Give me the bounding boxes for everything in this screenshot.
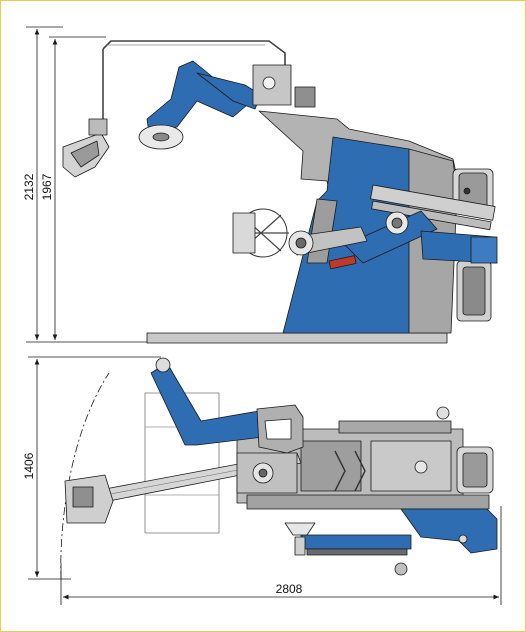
dimension-labels: 2132 1967 1406 2808 [22,173,303,596]
dim-label-total-height: 2132 [22,173,36,200]
dim-label-width: 2808 [276,582,303,596]
side-view [62,40,498,344]
top-view [60,357,498,580]
dim-label-arm-height: 1967 [40,173,54,200]
dim-label-depth: 1406 [22,452,36,479]
dimension-lines [26,26,502,605]
